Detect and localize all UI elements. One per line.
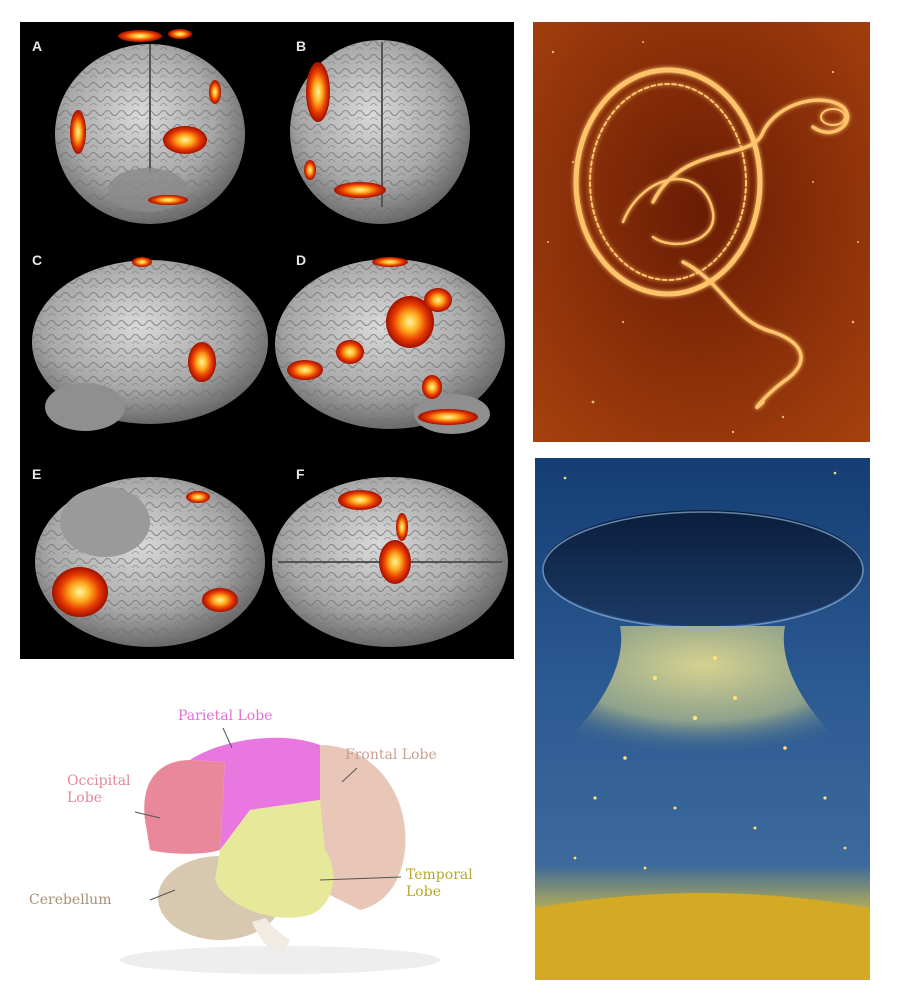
- panel-label-e: E: [32, 466, 42, 482]
- brain-lobes-model: [120, 727, 440, 974]
- cerebellum-label: Cerebellum: [29, 892, 112, 908]
- brain-view-f: [272, 477, 508, 647]
- panel-label-d: D: [296, 252, 307, 268]
- parietal-region: [190, 737, 320, 850]
- brain-view-e: [35, 477, 265, 647]
- occipital-region: [144, 760, 225, 854]
- frontal-region: [320, 745, 406, 910]
- panel-label-b: B: [296, 38, 307, 54]
- brain-lobes-diagram: Parietal Lobe Frontal Lobe Occipital Lob…: [20, 690, 514, 990]
- occipital-lobe-label: Occipital Lobe: [67, 773, 131, 806]
- blue-funnel-particle-artwork: [535, 458, 870, 980]
- temporal-lobe-label: Temporal Lobe: [406, 867, 473, 900]
- parietal-lobe-label: Parietal Lobe: [178, 708, 273, 724]
- glowing-letter-q-artwork: [533, 22, 870, 442]
- temporal-region: [215, 800, 334, 918]
- panel-label-c: C: [32, 252, 43, 268]
- fmri-brain-activation-figure: A B C D E F: [20, 22, 514, 659]
- panel-label-f: F: [296, 466, 305, 482]
- funnel-illustration: [535, 458, 870, 980]
- frontal-lobe-label: Frontal Lobe: [345, 747, 437, 763]
- fmri-brain-renderings: [32, 29, 508, 647]
- letter-q-illustration: [533, 22, 870, 442]
- brain-view-b: [290, 40, 470, 224]
- brain-view-d: [275, 257, 505, 434]
- brain-view-a: [55, 29, 245, 224]
- brain-view-c: [32, 257, 268, 431]
- panel-label-a: A: [32, 38, 43, 54]
